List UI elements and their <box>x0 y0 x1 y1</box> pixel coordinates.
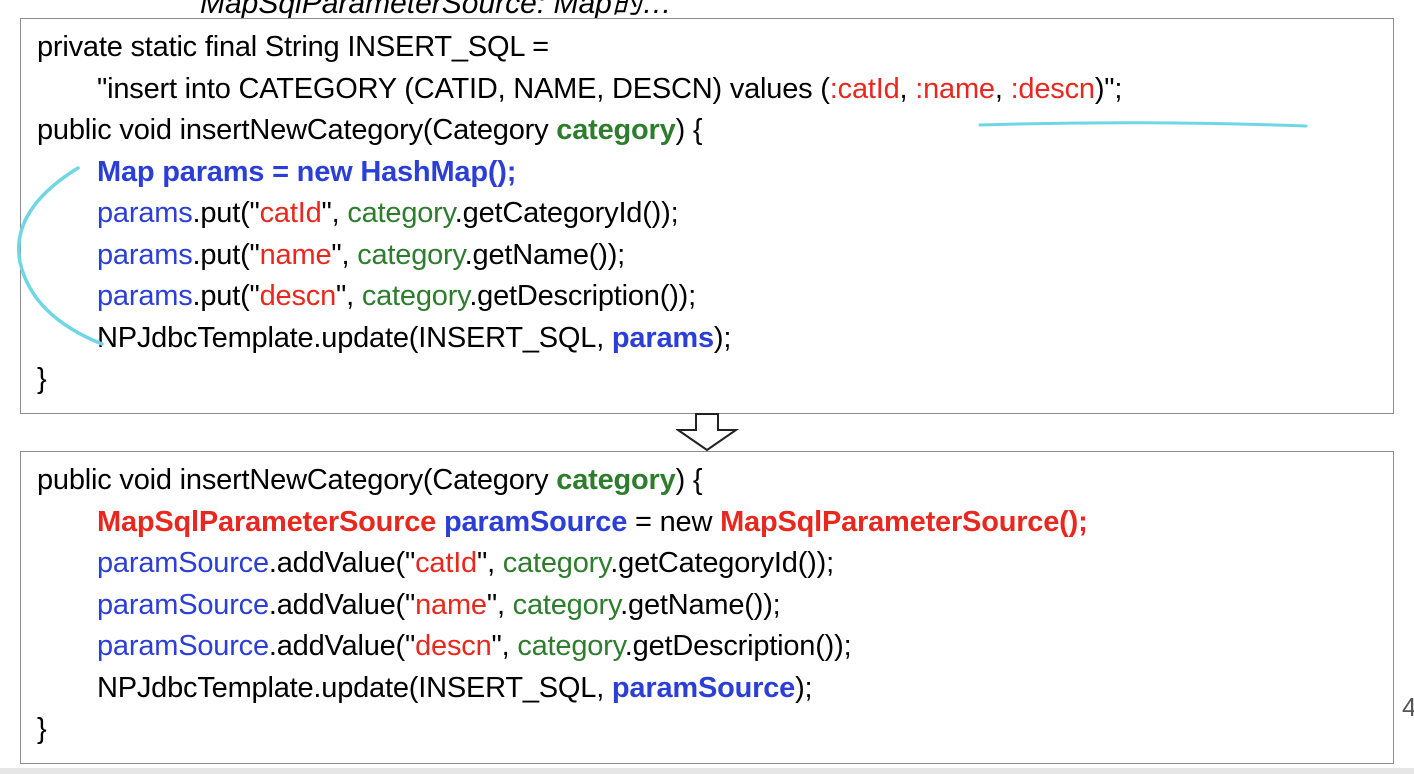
code-line-put-name: params.put("name", category.getName()); <box>97 238 626 271</box>
code-box-hashmap: private static final String INSERT_SQL =… <box>20 18 1394 414</box>
code-line-update-call-2: NPJdbcTemplate.update(INSERT_SQL, paramS… <box>97 671 813 704</box>
code-line-addvalue-catid: paramSource.addValue("catId", category.g… <box>97 547 834 579</box>
code-line-addvalue-name: paramSource.addValue("name", category.ge… <box>97 588 781 621</box>
code-line-put-descn: params.put("descn", category.getDescript… <box>97 280 696 312</box>
code-line-insert-sql-string: "insert into CATEGORY (CATID, NAME, DESC… <box>97 72 1123 105</box>
code-line-hashmap-create: Map params = new HashMap(); <box>97 155 517 188</box>
named-param-name: :name <box>915 72 995 105</box>
code-line-addvalue-descn: paramSource.addValue("descn", category.g… <box>97 630 852 662</box>
code-line-method-signature-2: public void insertNewCategory(Category c… <box>37 464 703 496</box>
code-line-method-signature: public void insertNewCategory(Category c… <box>37 114 703 146</box>
code-line-close-brace-2: } <box>37 713 47 745</box>
bottom-band <box>0 768 1414 774</box>
code-line-put-catid: params.put("catId", category.getCategory… <box>97 197 679 229</box>
code-line-close-brace: } <box>37 363 47 395</box>
page-number: 4 <box>1402 692 1414 722</box>
down-arrow-icon <box>676 413 740 452</box>
named-param-catid: :catId <box>829 72 900 105</box>
slide-title: MapSqlParameterSource: Map的… <box>200 0 672 20</box>
named-param-descn: :descn <box>1010 72 1095 105</box>
code-box-mapsqlparametersource: public void insertNewCategory(Category c… <box>20 451 1394 764</box>
code-line-insert-sql-decl: private static final String INSERT_SQL = <box>37 31 549 63</box>
code-line-paramsource-create: MapSqlParameterSource paramSource = new … <box>97 505 1088 538</box>
code-block-mapsqlparametersource: public void insertNewCategory(Category c… <box>37 460 1088 751</box>
code-block-hashmap: private static final String INSERT_SQL =… <box>37 27 1122 401</box>
code-line-update-call: NPJdbcTemplate.update(INSERT_SQL, params… <box>97 321 732 354</box>
